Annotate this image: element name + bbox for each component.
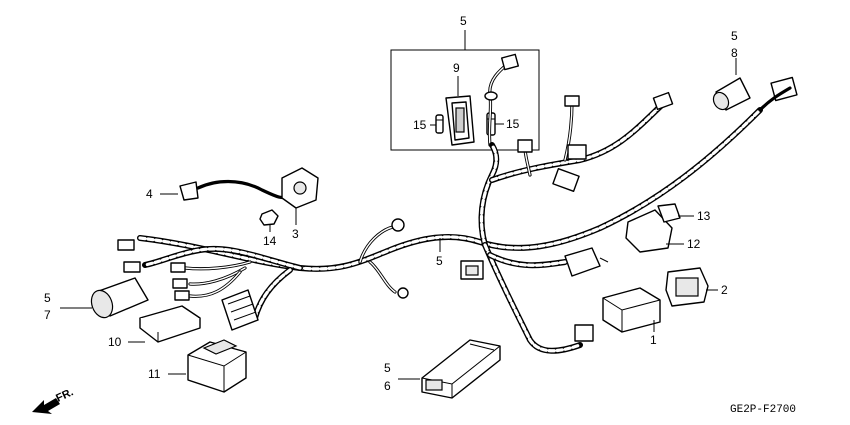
connector-block-label: 2 — [721, 283, 728, 297]
sensor-label: 4 — [146, 187, 153, 201]
unit-label: 1 — [650, 333, 657, 347]
harness-connectors — [117, 76, 798, 342]
boot-label-5: 5 — [44, 291, 51, 305]
boot-part — [60, 277, 149, 319]
fuse-holder-label: 9 — [453, 61, 460, 75]
fuse-holder-part — [445, 76, 475, 146]
harness-label: 5 — [436, 254, 443, 268]
connector-block-part — [665, 267, 718, 307]
relay-label-13: 13 — [697, 209, 711, 223]
unit-part — [602, 287, 661, 333]
block-part — [128, 305, 201, 343]
coil-part — [564, 247, 609, 277]
fuse-left-part — [435, 114, 444, 134]
boot-label-7: 7 — [44, 308, 51, 322]
relay-part — [625, 203, 694, 253]
long-box-part — [398, 339, 501, 399]
fuse-left-label: 15 — [413, 118, 427, 132]
switch-label: 3 — [292, 227, 299, 241]
fuse-inset: 5 9 15 15 — [390, 14, 540, 151]
grid-connector-part — [221, 289, 259, 331]
long-box-label-6: 6 — [384, 379, 391, 393]
cap-part — [712, 58, 751, 111]
front-direction-arrow-icon — [32, 398, 60, 414]
diagram-code: GE2P-F2700 — [730, 404, 796, 416]
main-harness — [137, 99, 763, 354]
long-box-label-5: 5 — [384, 361, 391, 375]
inset-label-5: 5 — [460, 14, 467, 28]
cap-label-5: 5 — [731, 29, 738, 43]
cover-label: 11 — [148, 367, 161, 381]
block-label: 10 — [108, 335, 122, 349]
switch-part — [281, 167, 319, 225]
bolt-label: 14 — [263, 234, 277, 248]
bolt-part — [259, 209, 279, 232]
front-direction-label: FR. — [54, 386, 75, 404]
sensor-part — [160, 179, 292, 201]
cover-part — [168, 339, 247, 393]
fuse-right-label: 15 — [506, 117, 520, 131]
relay-label-12: 12 — [687, 237, 701, 251]
cap-label-8: 8 — [731, 46, 738, 60]
